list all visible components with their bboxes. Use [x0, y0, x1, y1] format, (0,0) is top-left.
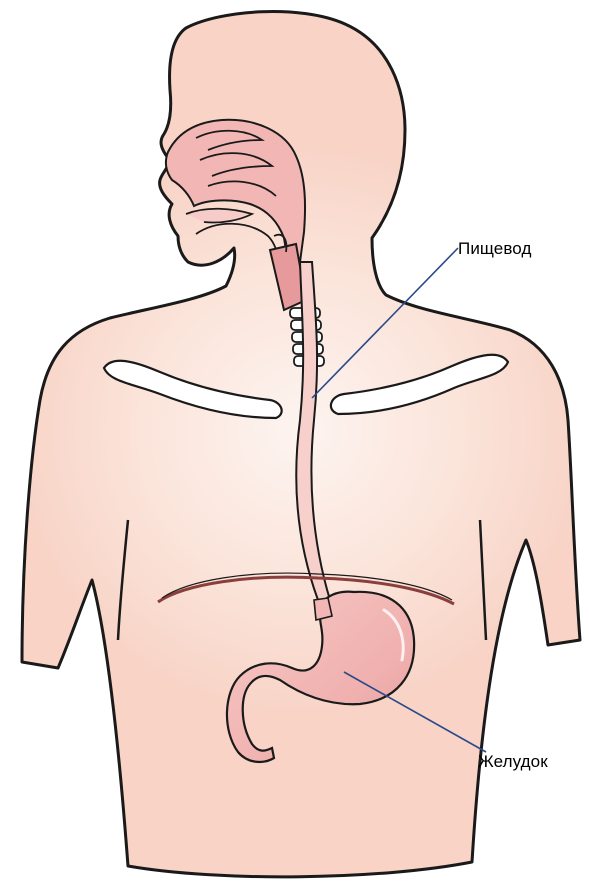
stomach-label: Желудок — [478, 752, 548, 772]
esophagus-label: Пищевод — [458, 239, 532, 259]
gastroesophageal-junction — [314, 598, 332, 620]
